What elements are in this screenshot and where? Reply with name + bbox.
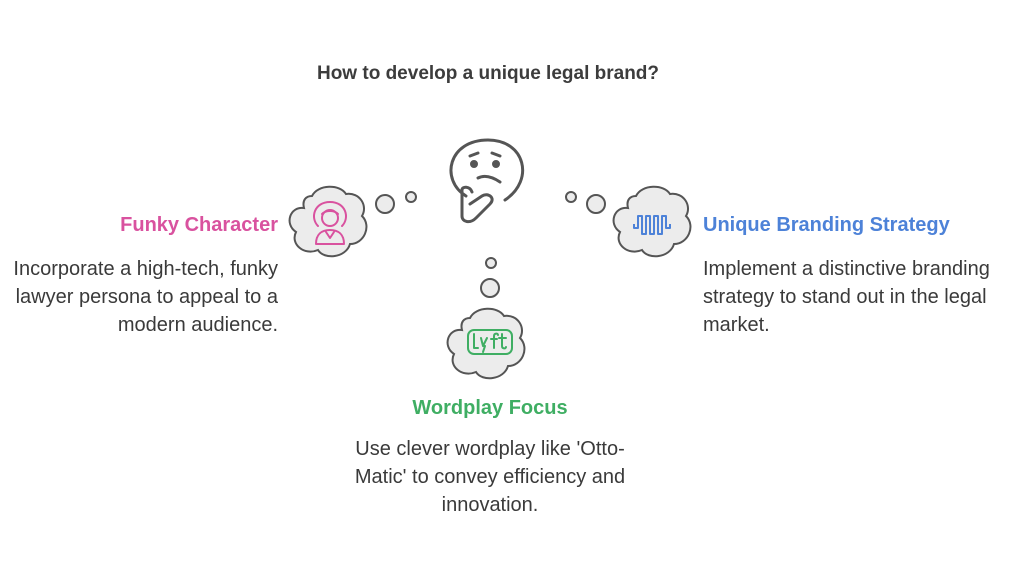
left-thought-bubbles (375, 191, 417, 214)
woman-avatar-icon (313, 201, 347, 245)
unique-branding-description: Implement a distinctive branding strateg… (703, 258, 990, 336)
soundwave-icon (633, 215, 671, 235)
funky-character-heading: Funky Character (120, 214, 278, 236)
bottom-thought-bubbles (480, 257, 500, 298)
unique-branding-heading: Unique Branding Strategy (703, 214, 950, 236)
thinking-face-icon (449, 138, 524, 224)
diagram-title: How to develop a unique legal brand? (316, 63, 660, 84)
bottom-cloud (446, 307, 526, 380)
right-thought-bubbles (565, 191, 606, 214)
lyft-logo-icon (467, 329, 513, 355)
right-cloud (612, 185, 692, 258)
funky-character-description: Incorporate a high-tech, funky lawyer pe… (13, 258, 278, 336)
wordplay-focus-description: Use clever wordplay like 'Otto-Matic' to… (354, 438, 626, 516)
wordplay-focus-heading: Wordplay Focus (412, 397, 568, 419)
left-cloud (288, 185, 368, 258)
